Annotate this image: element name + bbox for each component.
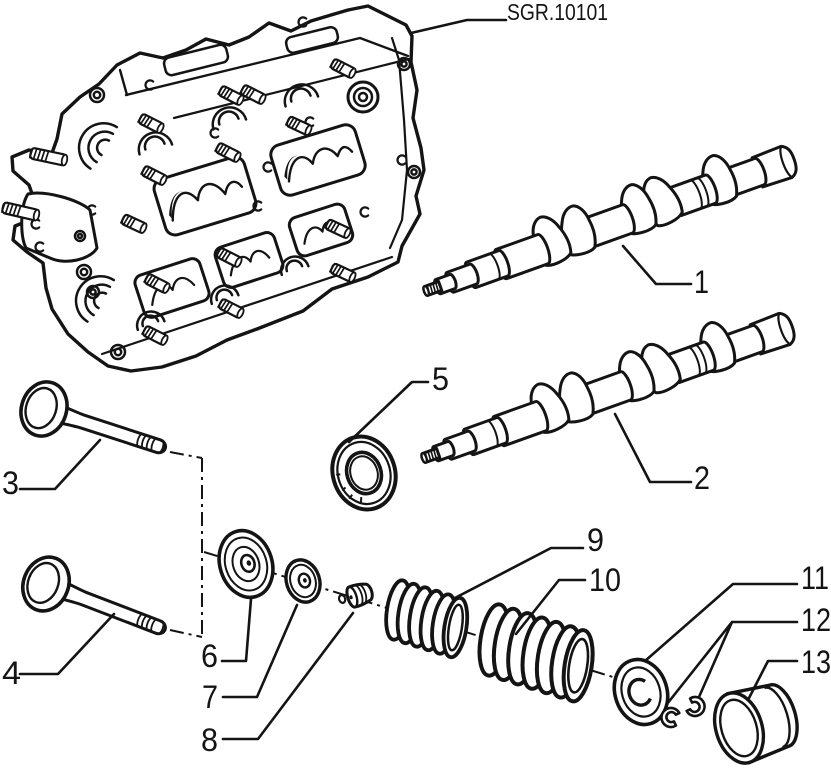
leader-2 <box>613 412 693 484</box>
leader-13 <box>746 659 799 702</box>
callout-6: 6 <box>201 638 218 674</box>
assembly-code-label: SGR.10101 <box>507 0 608 25</box>
leader-1 <box>621 244 693 286</box>
leader-10 <box>514 578 587 636</box>
leader-8 <box>221 611 355 741</box>
head-window <box>269 123 367 197</box>
callout-12: 12 <box>801 602 831 638</box>
callout-leader-lines <box>18 18 799 741</box>
callout-5: 5 <box>432 361 449 397</box>
leader-6 <box>220 597 253 663</box>
part-8-bushing <box>337 582 374 609</box>
callout-labels: SGR.10101 1 2 3 4 5 6 7 8 9 10 11 12 13 <box>2 0 831 758</box>
callout-11: 11 <box>801 560 829 596</box>
part-3-valve <box>12 374 176 477</box>
part-7-washer <box>284 558 322 604</box>
callout-9: 9 <box>587 522 604 558</box>
head-window <box>152 155 258 237</box>
part-9-spring <box>384 578 470 660</box>
cam-bore <box>346 80 380 114</box>
leader-sgr <box>409 18 508 35</box>
callout-2: 2 <box>694 460 710 496</box>
part-2-camshaft <box>411 295 799 477</box>
part-4-valve <box>13 548 177 658</box>
callout-8: 8 <box>201 722 218 758</box>
leader-5 <box>347 380 430 444</box>
leader-3 <box>18 438 102 491</box>
part-5-seal <box>330 434 398 512</box>
part-11-retainer <box>612 657 670 727</box>
callout-1: 1 <box>694 264 709 300</box>
leader-4 <box>18 612 116 676</box>
leader-11 <box>643 582 799 663</box>
callout-7: 7 <box>202 679 218 715</box>
leader-7 <box>221 603 299 699</box>
part-10-spring <box>477 602 595 704</box>
part-6-spring-seat <box>217 528 275 600</box>
head-window <box>133 257 211 319</box>
leader-9 <box>451 546 585 601</box>
part-13-tappet <box>712 683 799 765</box>
callout-4: 4 <box>2 655 21 691</box>
leader-12 <box>665 620 799 706</box>
cylinder-head <box>0 4 426 373</box>
callout-13: 13 <box>801 644 831 680</box>
head-bracket <box>20 191 99 263</box>
callout-3: 3 <box>2 465 19 501</box>
callout-10: 10 <box>589 562 621 598</box>
part-1-camshaft <box>413 128 801 310</box>
